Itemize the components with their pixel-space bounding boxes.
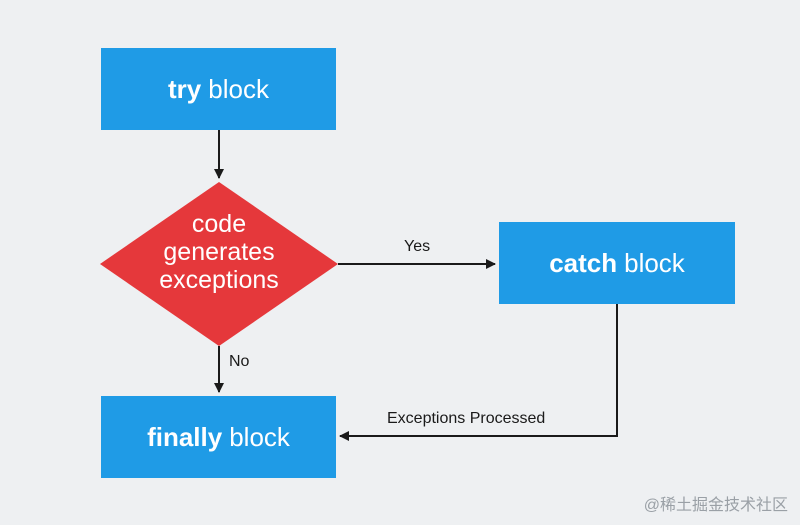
exceptions-processed-label: Exceptions Processed <box>387 410 546 427</box>
decision-label: code generates exceptions <box>138 210 300 294</box>
arrow-catch-to-finally <box>339 304 618 441</box>
watermark-text: @稀土掘金技术社区 <box>643 497 788 514</box>
decision-line-2: generates <box>163 238 275 266</box>
decision-diamond <box>100 182 338 346</box>
decision-line-1: code <box>191 210 247 238</box>
try-block-label: block <box>208 73 269 104</box>
no-edge-label: No <box>229 353 250 370</box>
finally-block-label: block <box>229 421 290 452</box>
try-keyword: try <box>168 73 202 104</box>
yes-edge-label: Yes <box>404 238 431 255</box>
catch-block-label: block <box>624 247 685 278</box>
finally-keyword: finally <box>147 421 223 452</box>
decision-line-3: exceptions <box>159 266 279 294</box>
catch-keyword: catch <box>549 247 618 278</box>
